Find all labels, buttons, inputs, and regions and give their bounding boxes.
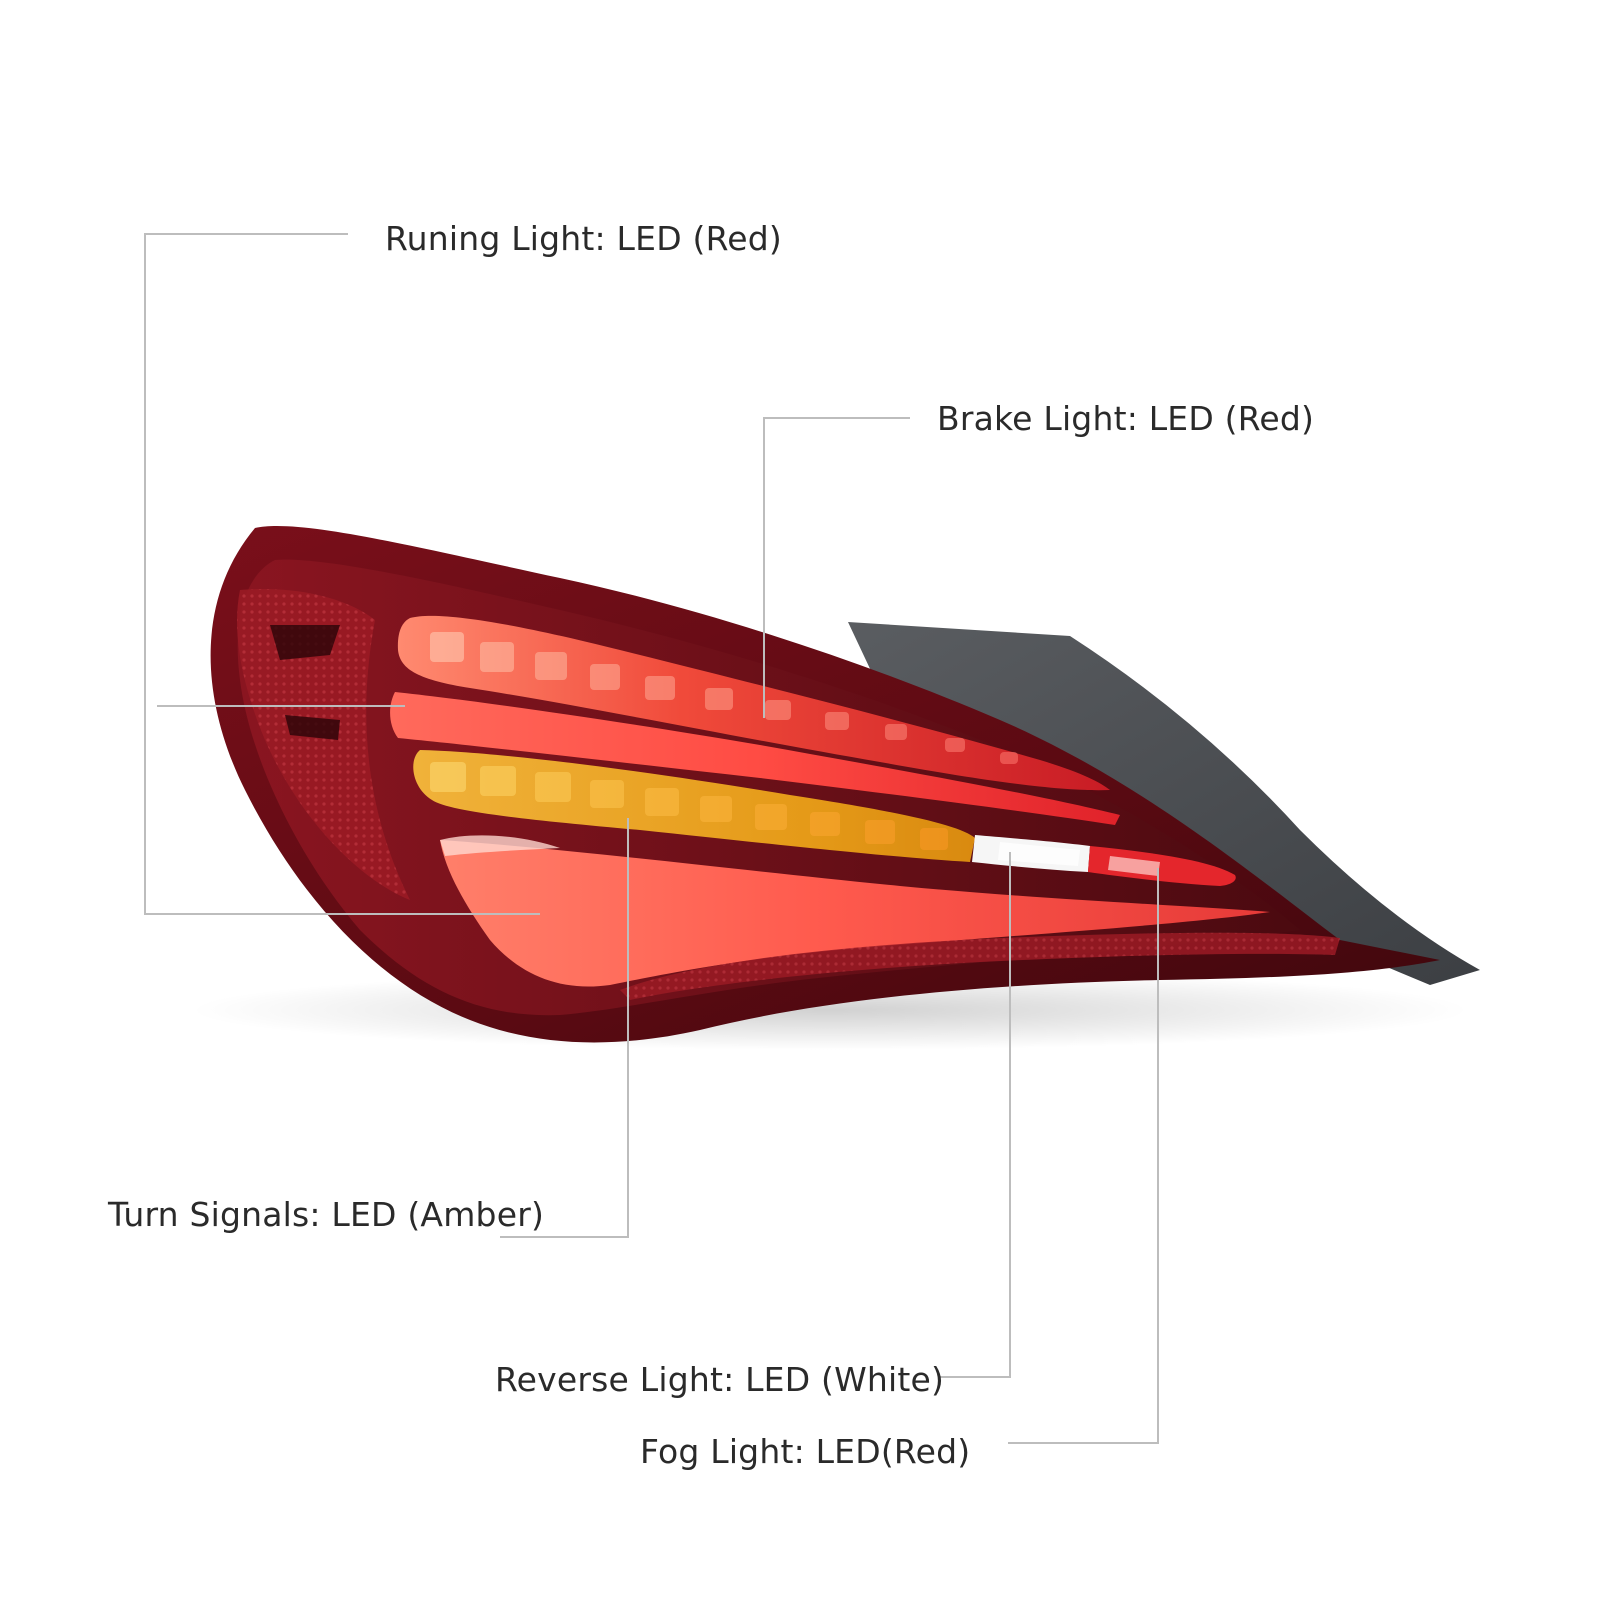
lower-reflector [620, 932, 1340, 1000]
turn-led-7 [755, 804, 787, 830]
fog-light [1088, 846, 1236, 886]
reverse-light-highlight [998, 842, 1080, 866]
brake-light-strip [397, 615, 1111, 791]
leader-line-running [144, 233, 540, 915]
turn-led-segments [430, 762, 948, 850]
brake-led-9 [885, 724, 907, 740]
lower-light-highlight [440, 835, 560, 856]
turn-led-3 [535, 772, 571, 802]
turn-led-10 [920, 828, 948, 850]
brake-led-4 [590, 664, 620, 690]
brake-led-3 [535, 652, 567, 680]
brake-led-6 [705, 688, 733, 710]
turn-led-5 [645, 788, 679, 816]
callout-fog-light: Fog Light: LED(Red) [640, 1432, 971, 1471]
mounting-bracket [848, 622, 1480, 985]
turn-led-4 [590, 780, 624, 808]
leader-lines [144, 233, 1159, 1444]
brake-led-segments [430, 632, 1018, 764]
side-reflector [237, 589, 410, 900]
turn-led-2 [480, 766, 516, 796]
reflector-slot-upper [270, 625, 340, 660]
leader-line-fog [1008, 868, 1159, 1444]
brake-led-1 [430, 632, 464, 662]
callout-turn-signals: Turn Signals: LED (Amber) [108, 1195, 545, 1234]
brake-led-11 [1000, 752, 1018, 764]
callout-running-light: Runing Light: LED (Red) [385, 219, 782, 258]
brake-led-8 [825, 712, 849, 730]
callout-brake-light: Brake Light: LED (Red) [937, 399, 1315, 438]
turn-led-1 [430, 762, 466, 792]
brake-led-10 [945, 738, 965, 752]
turn-led-6 [700, 796, 732, 822]
callout-reverse-light: Reverse Light: LED (White) [495, 1360, 945, 1399]
brake-led-7 [765, 700, 791, 720]
leader-line-brake [763, 417, 910, 718]
turn-led-9 [865, 820, 895, 844]
running-light-bar [390, 692, 1121, 825]
leader-line-turn [500, 818, 629, 1238]
lower-light-guide [440, 840, 1270, 987]
leader-line-reverse [940, 852, 1011, 1378]
turn-led-8 [810, 812, 840, 836]
reflector-slot-lower [285, 715, 340, 740]
brake-led-5 [645, 676, 675, 700]
fog-light-highlight [1108, 856, 1160, 876]
brake-led-2 [480, 642, 514, 672]
